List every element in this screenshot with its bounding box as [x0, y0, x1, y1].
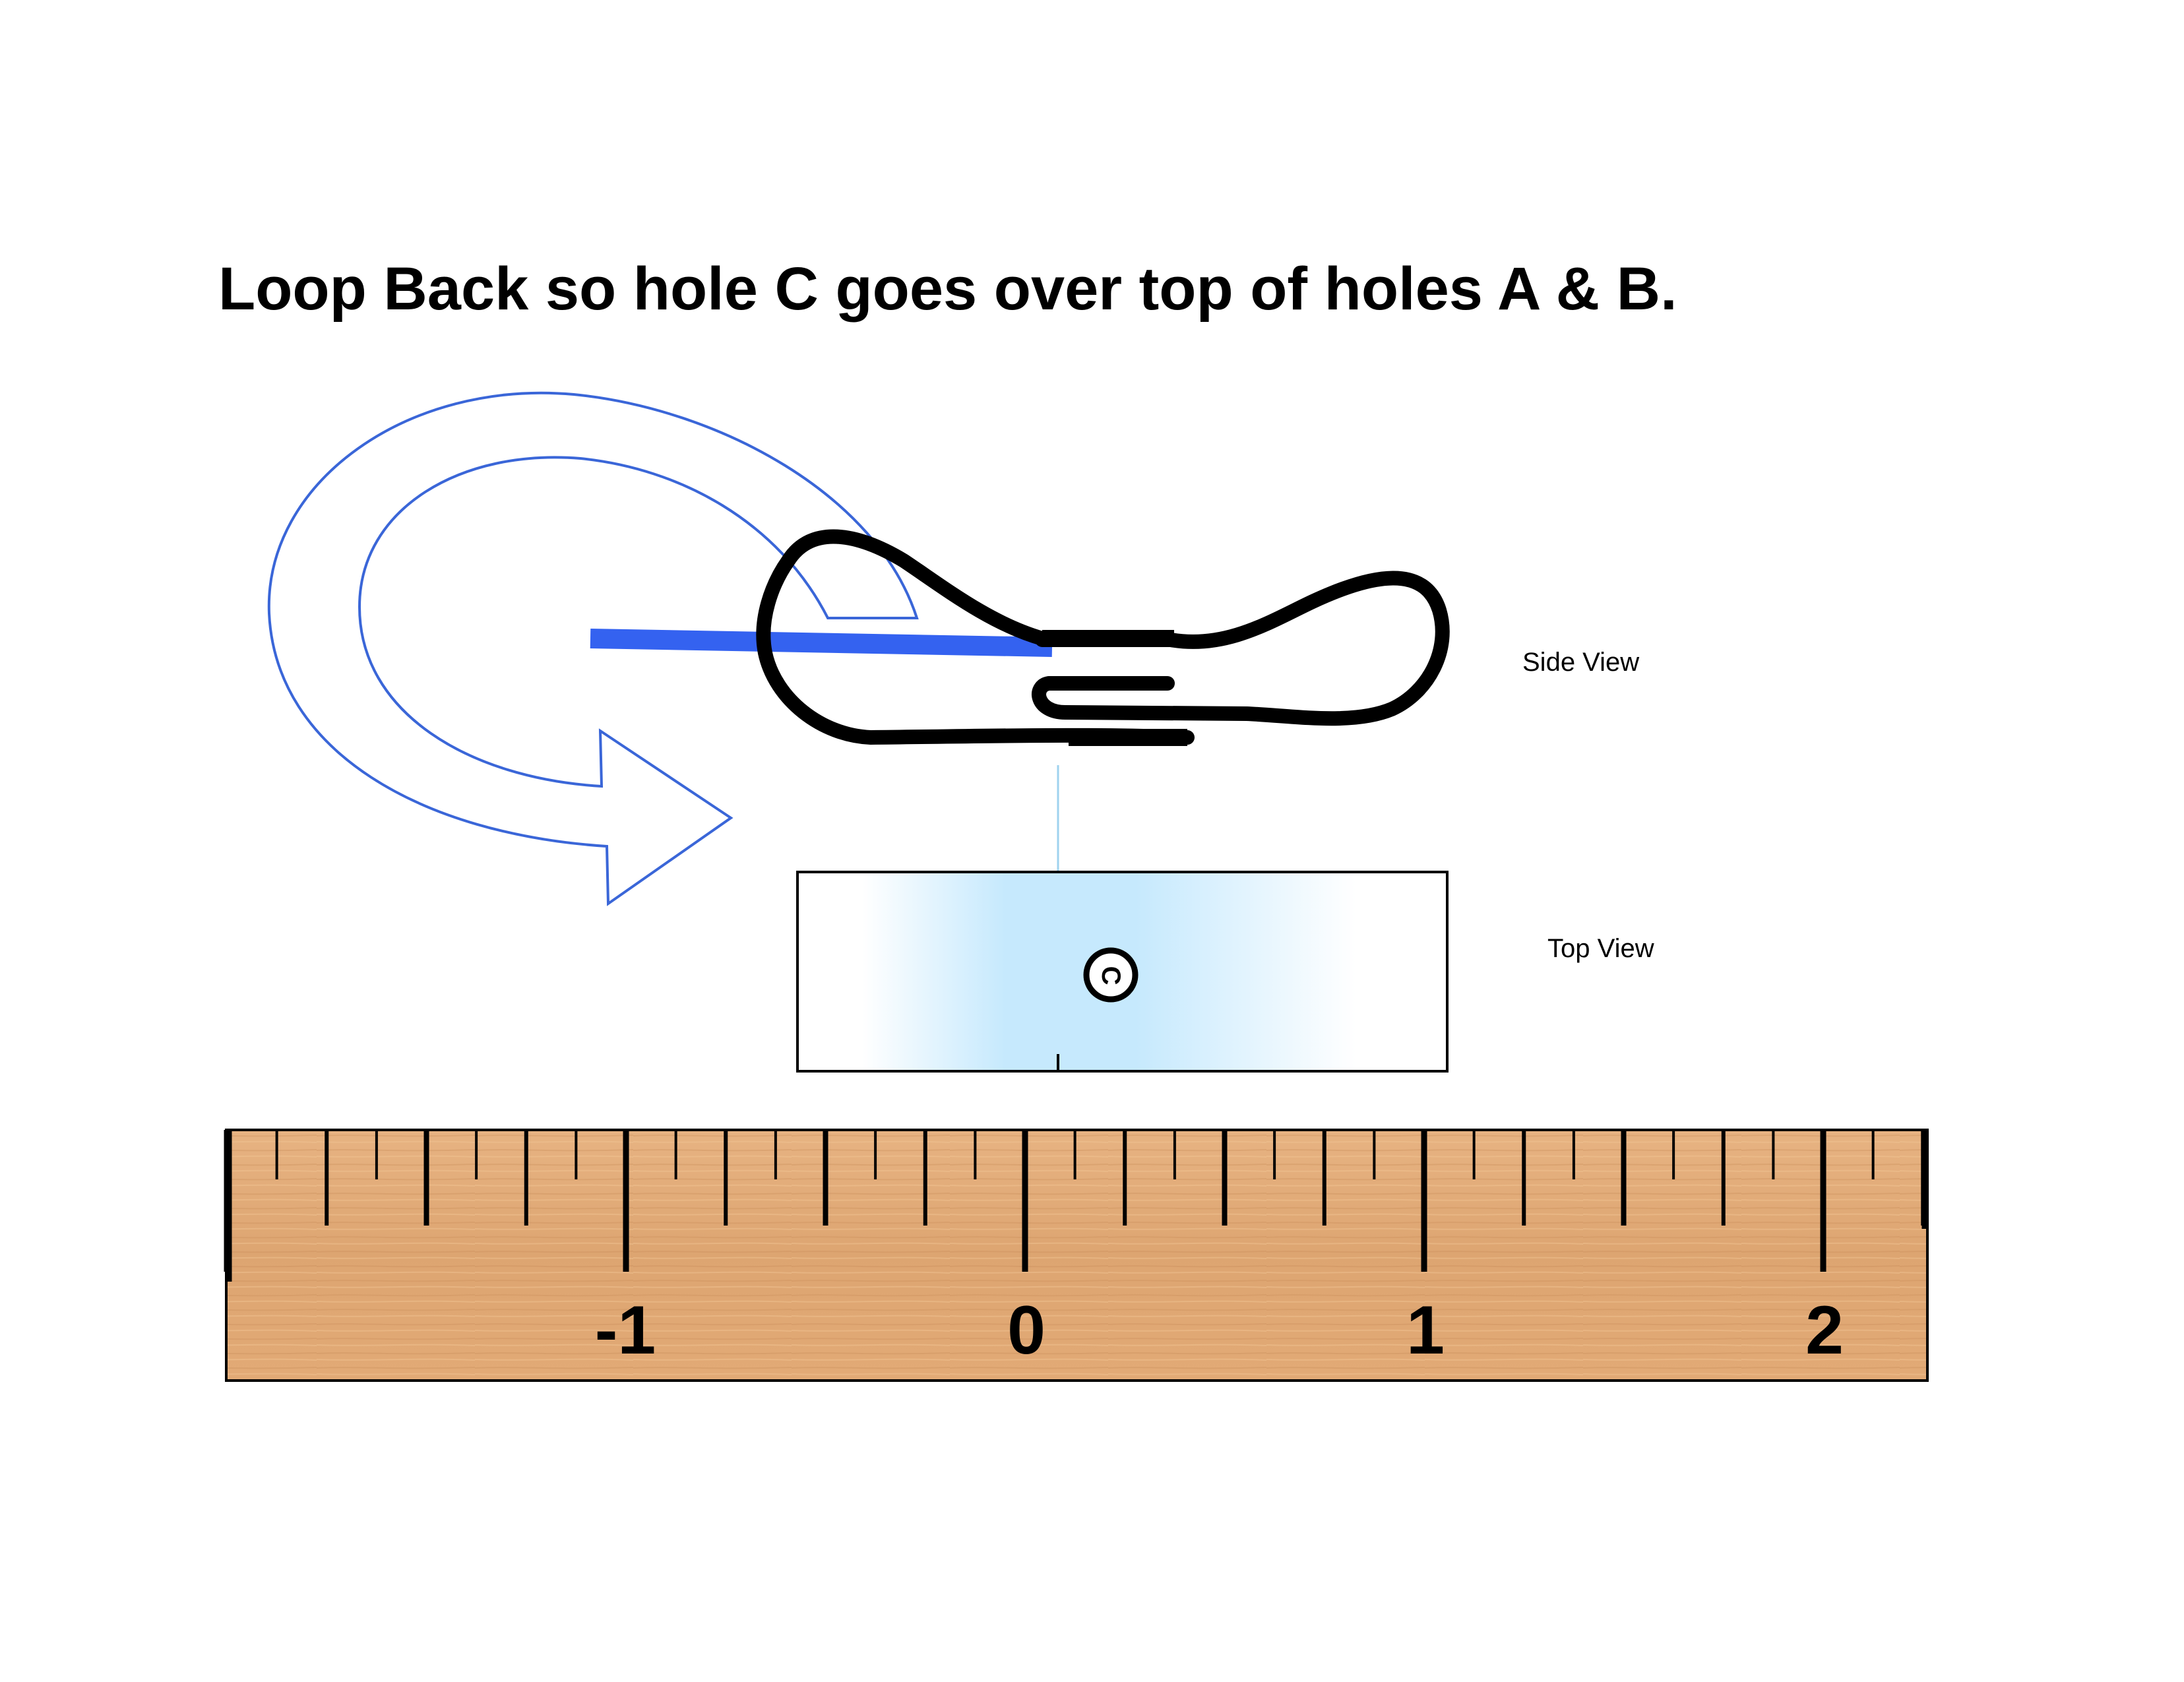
side-view-strap-right-loop: [1032, 571, 1450, 726]
loop-back-arrow-icon: [267, 391, 919, 906]
ruler-number-2: 2: [1805, 1292, 1844, 1369]
ruler-number-0: 0: [1007, 1292, 1045, 1369]
ruler-number-minus-1: -1: [595, 1292, 656, 1369]
hole-c: C: [1083, 947, 1139, 1003]
side-view-strap-loop: [756, 529, 1195, 745]
ruler-ticks: [224, 1130, 1928, 1282]
blue-strap-bar: [590, 629, 1053, 657]
hole-c-label: C: [1096, 966, 1125, 985]
hole-c-ring: [1083, 947, 1139, 1003]
side-view-label: Side View: [1522, 648, 1640, 677]
ruler-grain: [228, 1131, 1926, 1379]
page-title: Loop Back so hole C goes over top of hol…: [218, 255, 1677, 323]
top-view-label: Top View: [1547, 934, 1654, 963]
ruler: -1 0 1 2: [224, 1129, 1929, 1382]
ruler-number-1: 1: [1406, 1292, 1445, 1369]
